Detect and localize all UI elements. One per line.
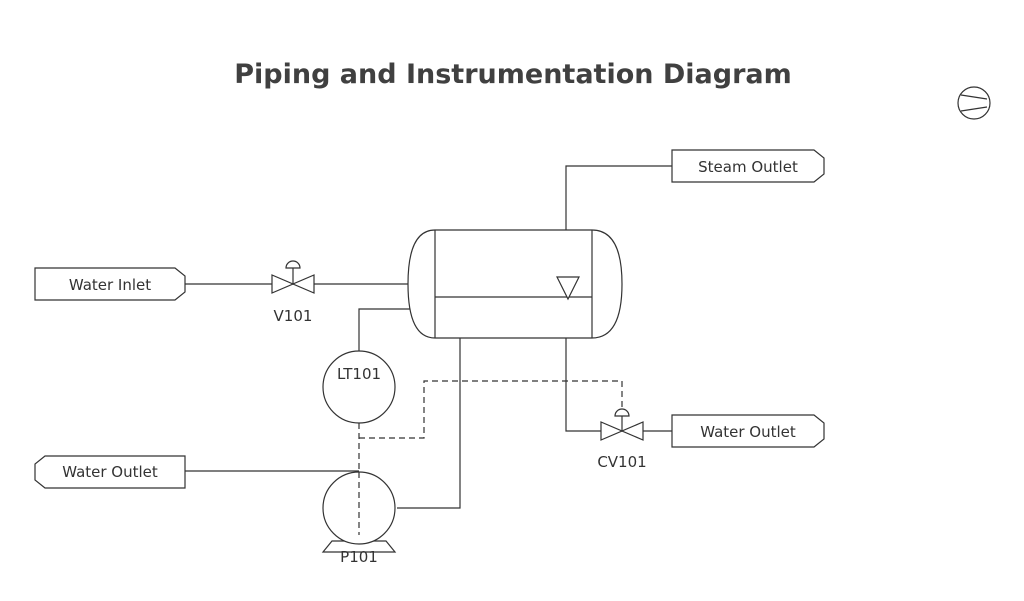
water-outlet-pipe-right <box>565 338 672 432</box>
gate-valve-icon[interactable] <box>271 260 315 294</box>
horizontal-vessel[interactable] <box>407 229 623 339</box>
diagram-title: Piping and Instrumentation Diagram <box>234 59 792 90</box>
signal-line-cv <box>359 380 623 439</box>
level-transmitter[interactable]: LT101 <box>322 350 396 424</box>
water-outlet-connector-left[interactable]: Water Outlet <box>34 455 186 489</box>
steam-outlet-connector[interactable]: Steam Outlet <box>671 149 825 183</box>
water-inlet-connector[interactable]: Water Inlet <box>34 267 186 301</box>
control-valve-icon[interactable] <box>600 408 644 441</box>
level-indicator-icon <box>556 276 580 301</box>
level-transmitter-label: LT101 <box>337 365 381 383</box>
water-inlet-label: Water Inlet <box>69 276 151 294</box>
pump-label: P101 <box>340 548 378 566</box>
valve-v101-label: V101 <box>274 307 313 325</box>
steam-pipe <box>565 165 672 230</box>
control-valve-label: CV101 <box>597 453 646 471</box>
water-outlet-connector-right[interactable]: Water Outlet <box>671 414 825 448</box>
steam-outlet-label: Steam Outlet <box>698 158 798 176</box>
pump-symbol-icon[interactable] <box>957 86 991 120</box>
water-outlet-right-label: Water Outlet <box>700 423 796 441</box>
vessel-to-pump-pipe <box>397 338 461 509</box>
water-outlet-left-label: Water Outlet <box>62 463 158 481</box>
